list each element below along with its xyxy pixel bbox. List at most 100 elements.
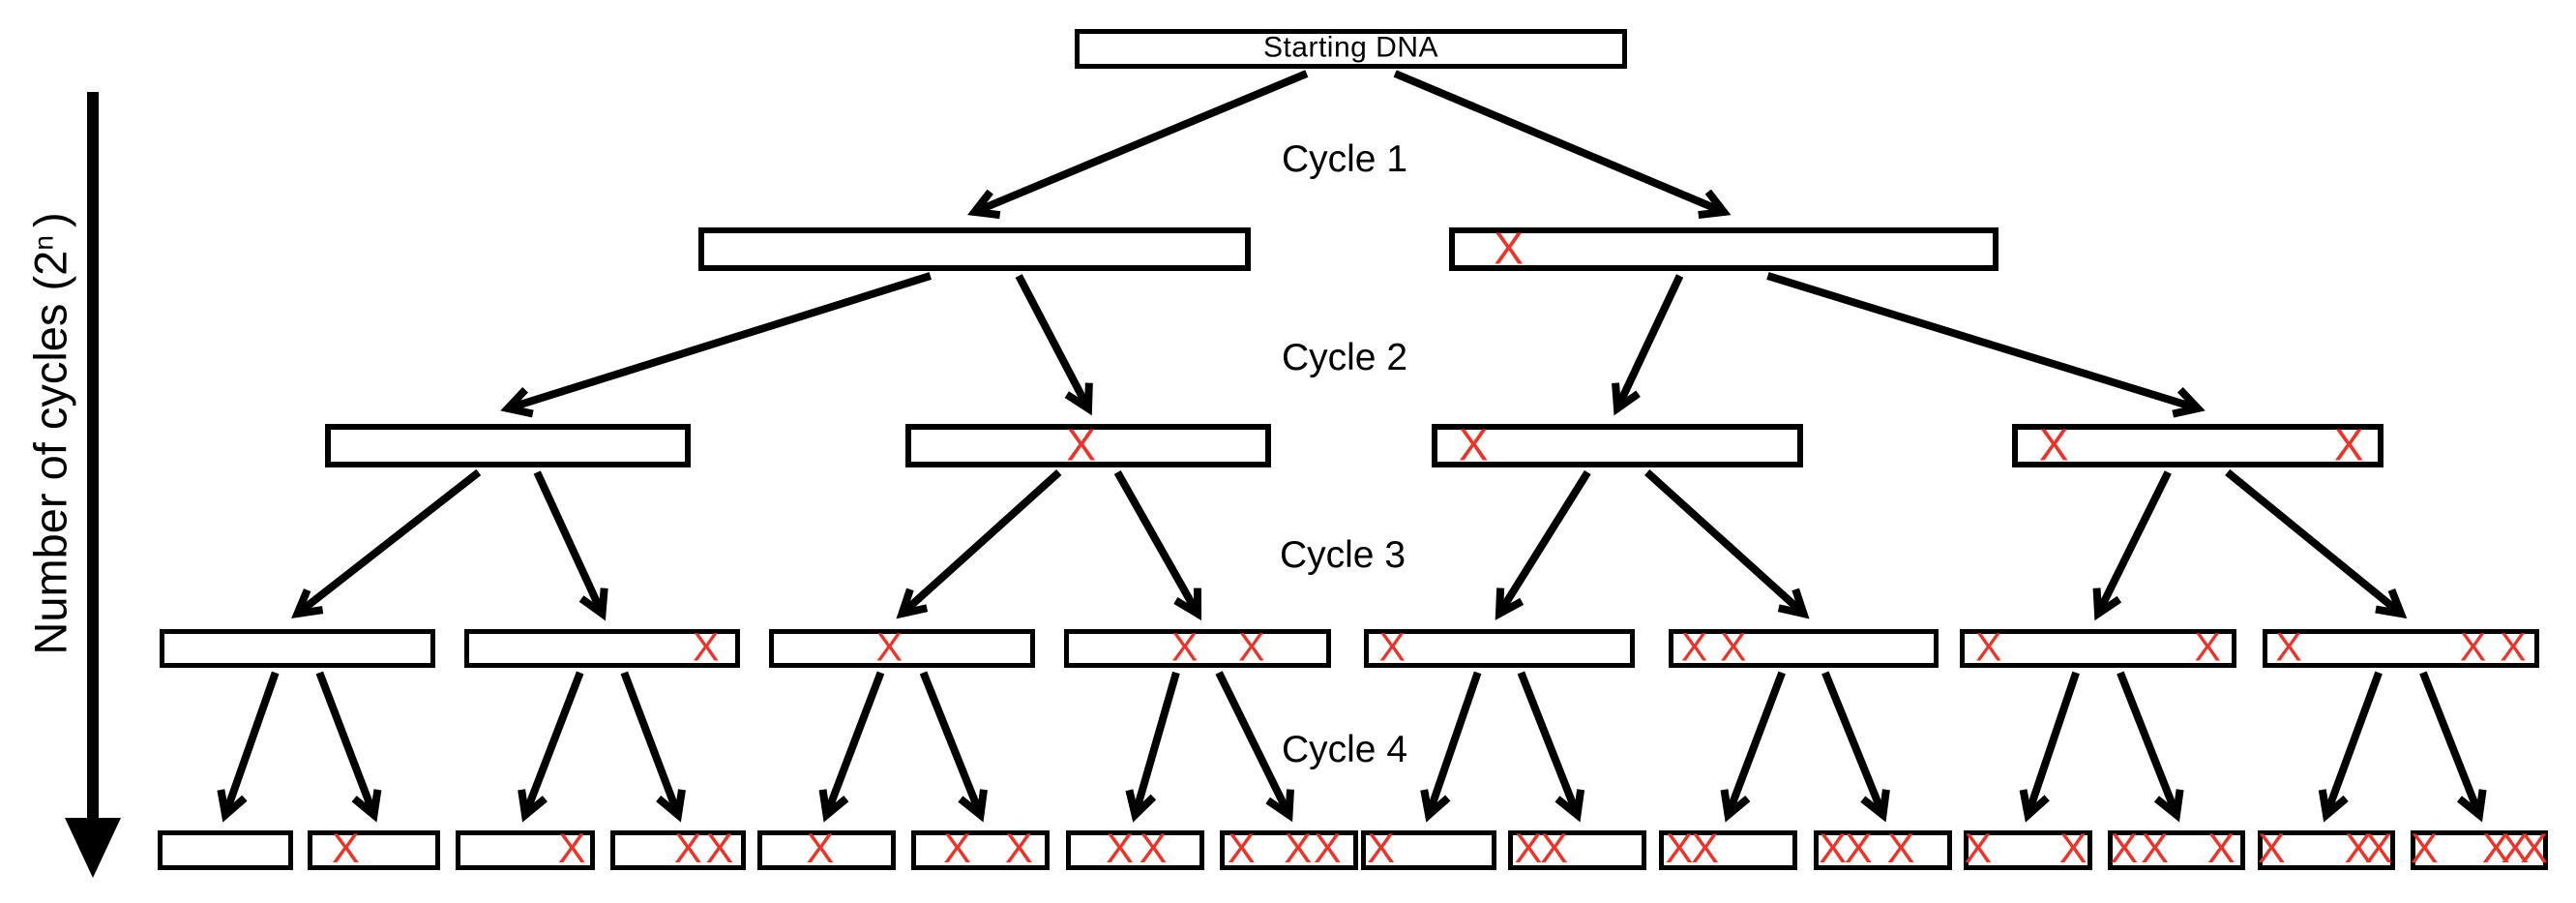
mutation-x-mark: X — [2058, 825, 2087, 872]
replication-arrow — [966, 70, 1309, 220]
replication-arrow — [2117, 671, 2184, 823]
starting-dna-box: Starting DNA — [1075, 29, 1627, 69]
mutation-x-mark: X — [1314, 825, 1342, 872]
replication-arrow — [2092, 470, 2172, 621]
replication-arrow — [2318, 671, 2383, 823]
cycle3-strand-5: X — [1364, 624, 1635, 670]
cycle4-strand-1 — [158, 830, 293, 870]
replication-arrow — [1113, 470, 1202, 621]
cycles-axis-label-close: ) — [24, 212, 76, 228]
mutation-x-mark: X — [875, 624, 903, 670]
mutation-x-mark: X — [2410, 825, 2439, 872]
mutation-x-mark: X — [331, 825, 360, 872]
replication-arrow — [620, 671, 686, 823]
mutation-x-mark: X — [2275, 624, 2302, 670]
mutation-x-mark: X — [1066, 419, 1097, 470]
mutation-x-mark: X — [1106, 825, 1134, 872]
mutation-x-mark: X — [1819, 825, 1847, 872]
mutation-x-mark: X — [2141, 825, 2169, 872]
replication-arrow — [217, 671, 280, 823]
mutation-x-mark: X — [1238, 624, 1265, 670]
replication-arrow — [1420, 671, 1482, 823]
cycles-axis-label-exponent: n — [27, 235, 59, 251]
mutation-x-mark: X — [2110, 825, 2139, 872]
cycles-axis-arrowhead — [65, 818, 121, 878]
cycle3-strand-1 — [160, 629, 435, 668]
mutation-x-mark: X — [1886, 825, 1915, 872]
replication-arrow — [1720, 671, 1786, 823]
replication-arrow — [500, 272, 933, 418]
mutation-x-mark: X — [557, 825, 586, 872]
mutation-x-mark: X — [2501, 825, 2530, 872]
mutation-x-mark: X — [2333, 419, 2364, 470]
cycle1-strand-1 — [698, 227, 1251, 271]
replication-arrow — [1215, 671, 1294, 823]
mutation-x-mark: X — [1378, 624, 1406, 670]
mutation-x-mark: X — [2520, 825, 2549, 872]
cycle1-strand-2: X — [1449, 226, 1999, 271]
replication-arrow — [1612, 274, 1684, 416]
replication-arrow — [919, 671, 988, 823]
mutation-x-mark: X — [806, 825, 835, 872]
cycle2-strand-1 — [325, 424, 691, 467]
mutation-x-mark: X — [1844, 825, 1873, 872]
mutation-x-mark: X — [674, 825, 702, 872]
mutation-x-mark: X — [1284, 825, 1313, 872]
mutation-x-mark: X — [1975, 624, 2002, 670]
mutation-x-mark: X — [1720, 624, 1747, 670]
mutation-x-mark: X — [1005, 825, 1033, 872]
mutation-x-mark: X — [1171, 624, 1199, 670]
mutation-x-mark: X — [1665, 825, 1694, 872]
cycle-label-3: Cycle 3 — [1279, 534, 1406, 576]
replication-arrow — [291, 468, 482, 618]
mutation-x-mark: X — [2257, 825, 2286, 872]
mutation-x-mark: X — [693, 624, 720, 670]
cycle4-strand-5: X — [757, 825, 896, 872]
replication-arrow — [1015, 274, 1093, 416]
mutation-x-mark: X — [943, 825, 971, 872]
cycle2-strand-2: X — [905, 419, 1271, 470]
mutation-x-mark: X — [2344, 825, 2373, 872]
mutation-x-mark: X — [1367, 825, 1395, 872]
replication-arrow — [1821, 671, 1890, 823]
replication-arrow — [1766, 272, 2206, 418]
cycles-axis-label: Number of cycles (2n) — [24, 212, 77, 654]
mutation-x-mark: X — [2194, 624, 2221, 670]
cycle3-strand-2: X — [464, 624, 740, 670]
mutation-x-mark: X — [2459, 624, 2487, 670]
mutation-x-mark: X — [1964, 825, 1993, 872]
mutation-x-mark: X — [1227, 825, 1256, 872]
mutation-x-mark: X — [705, 825, 734, 872]
cycle2-strand-3: X — [1432, 419, 1803, 470]
cycles-axis-label-text: Number of cycles (2 — [24, 250, 76, 655]
replication-arrow — [1393, 70, 1732, 220]
cycle4-strand-9: X — [1361, 825, 1496, 872]
mutation-x-mark: X — [1458, 419, 1489, 470]
replication-arrow — [1125, 671, 1180, 823]
mutation-x-mark: X — [2481, 825, 2510, 872]
mutation-x-mark: X — [1139, 825, 1168, 872]
cycle3-strand-3: X — [769, 624, 1035, 670]
starting-dna-label: Starting DNA — [1262, 31, 1439, 64]
replication-arrow — [2019, 671, 2080, 823]
replication-arrow — [2225, 468, 2408, 619]
cycle-label-4: Cycle 4 — [1281, 729, 1408, 770]
cycle-label-1: Cycle 1 — [1281, 138, 1408, 180]
replication-arrow — [1644, 469, 1810, 619]
cycle4-strand-3: X — [456, 825, 595, 872]
